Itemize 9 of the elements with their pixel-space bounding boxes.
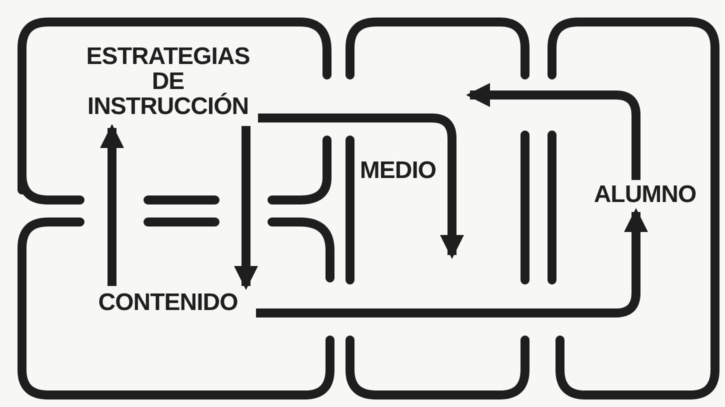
- arrow: [466, 83, 640, 180]
- region-label: ESTRATEGIAS DE INSTRUCCIÓN: [83, 44, 253, 120]
- region-label: ALUMNO: [578, 182, 712, 208]
- arrow: [258, 114, 464, 259]
- arrow: [256, 208, 648, 318]
- arrow: [234, 126, 258, 290]
- region-label: MEDIO: [358, 158, 438, 184]
- region-label: CONTENIDO: [80, 290, 256, 316]
- arrow: [100, 124, 124, 286]
